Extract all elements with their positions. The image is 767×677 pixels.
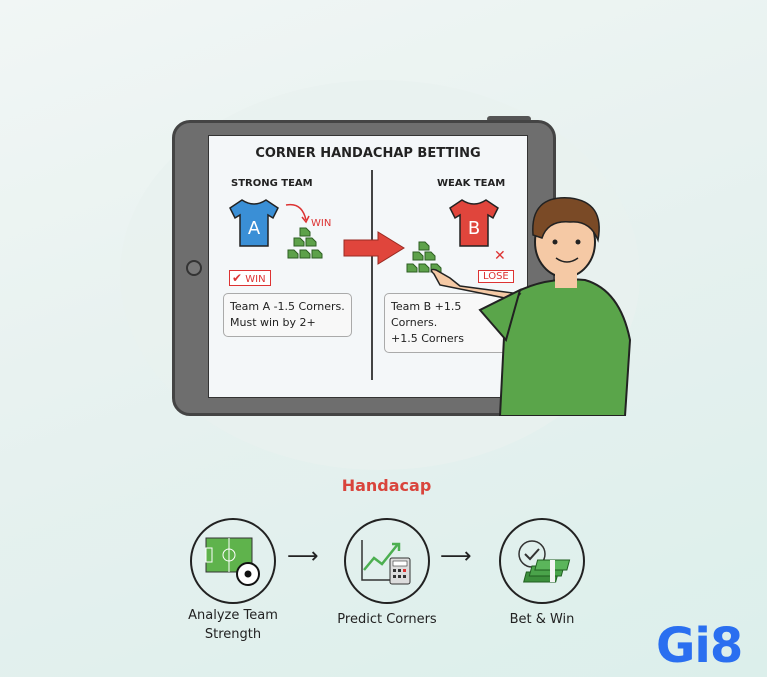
step-bet <box>499 518 585 604</box>
corner-flags-icon <box>287 227 323 259</box>
weak-team-heading: WEAK TEAM <box>437 178 506 189</box>
corner-flags-icon <box>406 241 442 273</box>
x-icon: ✕ <box>494 248 506 264</box>
step-label-line: Analyze Team <box>188 608 278 623</box>
arrow-right-icon: ⟶ <box>287 544 319 569</box>
win-label: WIN <box>311 218 332 229</box>
step-bet-label: Bet & Win <box>509 612 575 627</box>
shirt-b-icon: B <box>449 199 499 247</box>
shirt-a-letter: A <box>248 218 261 239</box>
presenter-illustration <box>430 197 632 416</box>
step-analyze <box>190 518 276 604</box>
note-line: Must win by 2+ <box>230 316 316 329</box>
note-line: Team B +1.5 Corners. <box>391 300 462 329</box>
note-line: +1.5 Corners <box>391 332 464 345</box>
divider <box>371 170 373 380</box>
tablet-screen <box>208 135 528 398</box>
check-icon: ✔ <box>232 271 243 285</box>
arrow-right-icon: ⟶ <box>440 544 472 569</box>
lose-badge: LOSE <box>478 270 514 283</box>
tablet-home-button <box>186 260 202 276</box>
shirt-b-letter: B <box>468 218 480 239</box>
curved-arrow-icon <box>285 203 310 224</box>
step-predict <box>344 518 430 604</box>
soccer-field-icon <box>205 537 260 586</box>
tablet-power-button <box>487 116 531 122</box>
strong-team-note: Team A -1.5 Corners. Must win by 2+ <box>223 293 352 337</box>
strong-team-heading: STRONG TEAM <box>231 178 313 189</box>
process-title: Handacap <box>341 476 432 495</box>
chart-calculator-icon <box>361 540 411 585</box>
step-predict-label: Predict Corners <box>337 612 437 627</box>
win-badge-text: WIN <box>245 274 266 285</box>
shirt-a-icon: A <box>229 199 279 247</box>
tablet-title: CORNER HANDACHAP BETTING <box>255 146 481 161</box>
gi8-logo: Gi8 <box>656 618 743 674</box>
step-label-line: Strength <box>204 627 262 642</box>
note-line: Team A -1.5 Corners. <box>230 300 345 313</box>
red-arrow-icon <box>343 231 405 265</box>
weak-team-note: Team B +1.5 Corners. +1.5 Corners <box>384 293 510 353</box>
check-money-icon <box>518 540 571 583</box>
win-badge: ✔ WIN <box>229 270 271 286</box>
